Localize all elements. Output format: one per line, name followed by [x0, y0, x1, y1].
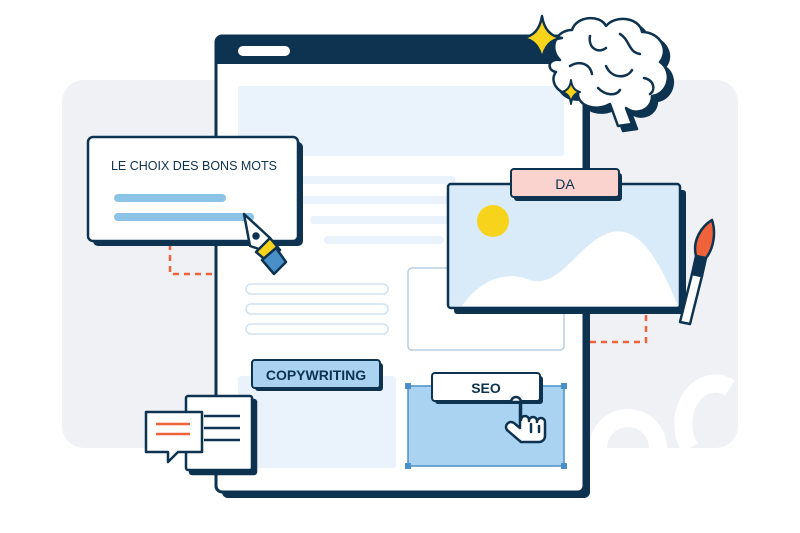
content-line [245, 323, 389, 335]
paintbrush-icon [678, 218, 716, 326]
hand-cursor-icon [504, 395, 547, 444]
mountain-shape [462, 231, 678, 306]
highlight-line [114, 213, 254, 221]
sparkle-icon [520, 14, 564, 62]
connector-dashed-left [168, 244, 216, 276]
seo-tag-label: SEO [471, 380, 501, 396]
text-line [310, 216, 450, 224]
content-line [245, 303, 389, 315]
art-direction-card [446, 182, 686, 314]
sun-icon [477, 205, 509, 237]
hero-block [238, 86, 564, 156]
word-choice-title: LE CHOIX DES BONS MOTS [111, 159, 277, 173]
connector-dashed-right [590, 312, 648, 344]
backdrop-decor [589, 374, 735, 453]
text-line [296, 176, 456, 184]
art-direction-tag-label: DA [555, 176, 575, 192]
copywriting-tag-label: COPYWRITING [266, 367, 366, 383]
art-direction-tag[interactable]: DA [510, 168, 622, 201]
brain-icon [548, 17, 675, 133]
highlight-line [114, 194, 226, 202]
seo-tag[interactable]: SEO [431, 372, 543, 404]
pen-nib-icon [242, 212, 288, 276]
address-bar [238, 46, 290, 56]
text-line [296, 196, 456, 204]
copywriting-block [238, 376, 396, 468]
chat-bubbles-icon [144, 394, 258, 476]
sparkle-icon [561, 79, 581, 105]
content-line [245, 283, 389, 295]
copywriting-tag[interactable]: COPYWRITING [251, 359, 383, 391]
word-choice-card: LE CHOIX DES BONS MOTS [86, 135, 303, 246]
text-line [324, 236, 444, 244]
